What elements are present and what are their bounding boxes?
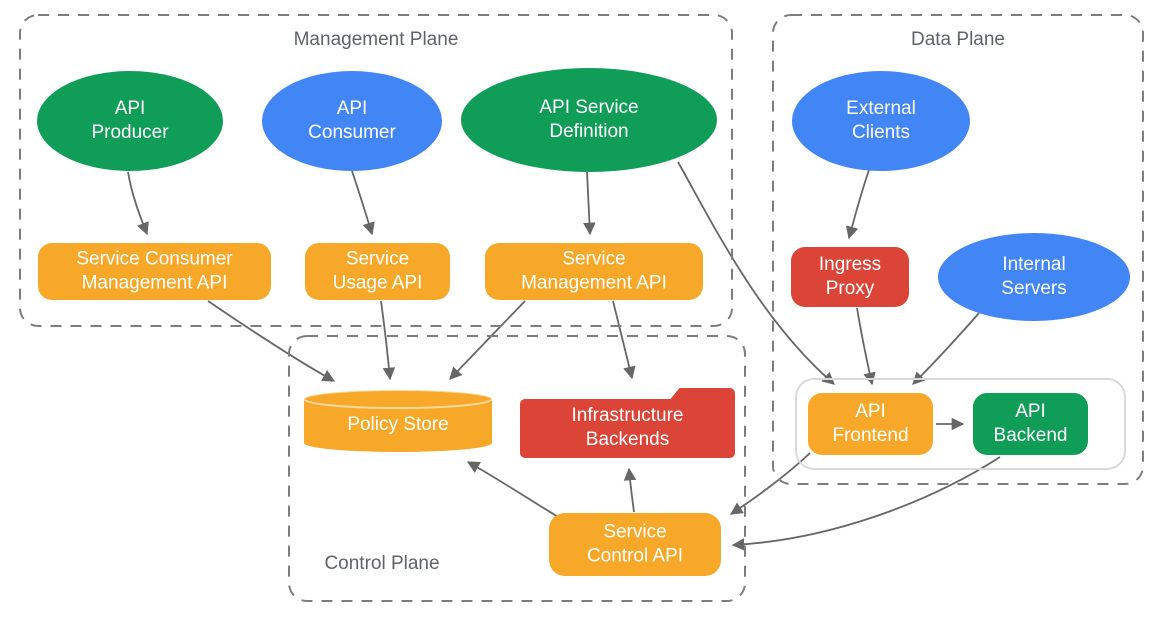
node-shape-internal-servers[interactable] [938,233,1130,321]
node-shape-policy-store[interactable] [304,399,492,452]
node-shape-service-usage-api[interactable] [305,243,450,300]
group-data-plane: Data Plane [772,14,1144,485]
node-shape-api-backend[interactable] [973,393,1088,455]
group-label-management-plane: Management Plane [294,29,459,50]
node-shape-api-producer[interactable] [37,71,223,171]
group-control-plane: Control Plane [288,335,746,602]
edge-api-backend-to-service-control-api [731,456,1001,551]
node-shape-external-clients[interactable] [792,71,970,171]
group-label-data-plane: Data Plane [911,29,1005,50]
group-api-runtime-group [795,378,1126,470]
edge-definition-to-api-frontend [677,161,835,385]
edge-usage-api-to-policy-store [380,300,396,381]
node-shape-api-consumer[interactable] [262,71,442,171]
edge-management-api-to-policy-store [449,300,526,380]
edge-service-control-api-to-infrastructure-backends [623,467,637,513]
group-management-plane: Management Plane [19,14,733,327]
node-shape-api-frontend[interactable] [808,393,933,455]
edge-consumer-to-usage-api [351,170,375,236]
node-shape-infrastructure-backends[interactable] [520,388,735,458]
group-border-data-plane [772,14,1144,485]
edge-api-frontend-to-service-control-api [729,452,811,515]
edge-producer-to-consumer-mgmt-api [127,171,149,236]
node-shape-service-consumer-management-api[interactable] [38,243,271,300]
group-label-control-plane: Control Plane [324,553,439,574]
edge-definition-to-management-api [583,171,596,236]
edge-management-api-to-infrastructure-backends [612,300,636,380]
node-shape-api-service-definition[interactable] [461,68,717,172]
edge-consumer-mgmt-api-to-policy-store [207,300,336,382]
node-shape-service-control-api[interactable] [549,513,721,576]
group-border-control-plane [288,335,746,602]
group-border-api-runtime-group [795,378,1126,470]
node-shape-ingress-proxy[interactable] [791,247,909,307]
edge-service-control-api-to-policy-store [466,461,561,519]
edge-external-clients-to-ingress-proxy [845,169,870,240]
node-shape-top-policy-store [303,389,493,409]
group-border-management-plane [19,14,733,327]
node-policy-store[interactable]: Policy Store [303,389,493,452]
node-shape-service-management-api[interactable] [485,243,703,300]
